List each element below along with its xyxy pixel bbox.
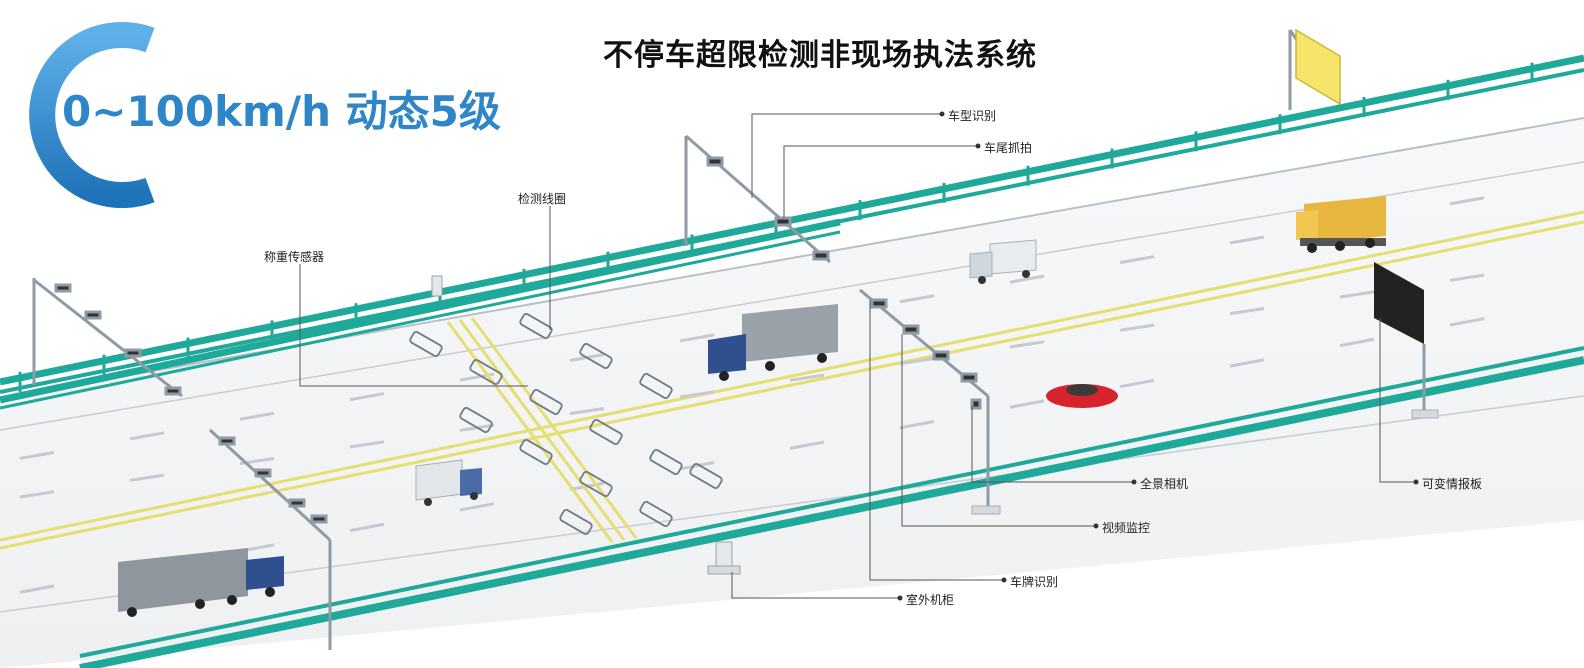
label-weighing-sensor: 称重传感器: [264, 250, 325, 264]
outdoor-cabinet: [707, 541, 741, 575]
truck-blue-center: [708, 304, 838, 381]
speed-badge-text: 0~100km/h 动态5级: [62, 87, 501, 136]
label-outdoor-cabinet: 室外机柜: [906, 593, 955, 607]
label-rear-capture: 车尾抓拍: [984, 141, 1033, 155]
car-red: [1046, 384, 1118, 408]
sign-gantry-top-right: [1288, 28, 1342, 110]
label-detection-loop: 检测线圈: [518, 192, 567, 206]
gantry-center-top: [684, 134, 831, 264]
truck-white-small-top: [969, 239, 1037, 284]
label-variable-message-sign: 可变情报板: [1422, 477, 1483, 491]
callout-dots: [897, 111, 1419, 601]
label-vehicle-type-recognition: 车型识别: [948, 109, 997, 123]
detection-loops: [409, 313, 723, 535]
callout-leaders: [299, 113, 1416, 599]
truck-blue-bottom-left: [118, 548, 284, 617]
page-title: 不停车超限检测非现场执法系统: [603, 38, 1037, 73]
guardrail-middle: [0, 218, 841, 410]
road-surface: [0, 118, 1584, 668]
gantry-left-bottom: [208, 428, 332, 650]
variable-message-sign-structure: [1374, 262, 1439, 419]
label-video-monitoring: 视频监控: [1102, 521, 1151, 535]
gantry-center-bottom: [859, 288, 1001, 515]
weighing-sensor-strips: [446, 317, 638, 543]
yellow-center-lines: [0, 210, 1584, 550]
truck-yellow: [1296, 196, 1386, 253]
label-plate-recognition: 车牌识别: [1010, 575, 1059, 589]
gantry-left-top: [32, 278, 183, 398]
label-panoramic-camera: 全景相机: [1140, 477, 1189, 491]
speed-badge-ring: [29, 22, 155, 208]
truck-white-bottom: [415, 459, 482, 506]
cabinet-small-top: [431, 275, 443, 297]
